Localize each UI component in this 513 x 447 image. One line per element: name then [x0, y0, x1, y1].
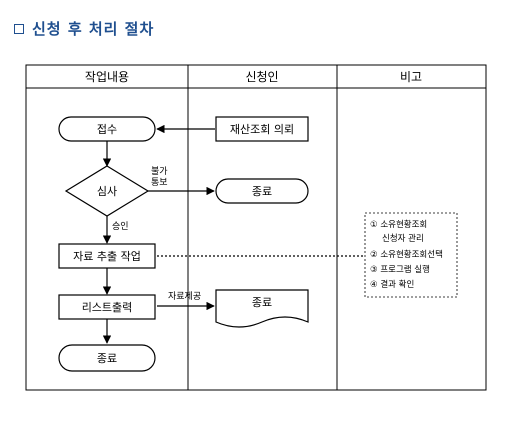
page-title: 신청 후 처리 절차 — [14, 18, 154, 39]
node-receive-label: 접수 — [97, 123, 117, 136]
node-property-request — [215, 116, 309, 142]
column-header-note: 비고 — [400, 70, 422, 84]
edge-label-reject-1: 불가 — [151, 166, 168, 177]
connectors — [102, 124, 365, 344]
node-end-final-label: 종료 — [97, 352, 117, 365]
edge-label-provide-data: 자료제공 — [168, 291, 201, 302]
node-end-rejected-label: 종료 — [252, 185, 272, 198]
note-line-5: ④ 결과 확인 — [370, 279, 414, 290]
node-end-rejected — [215, 178, 309, 204]
column-header-applicant: 신청인 — [245, 70, 278, 84]
table-border — [25, 64, 487, 391]
node-list-output — [58, 294, 156, 320]
title-text: 신청 후 처리 절차 — [32, 20, 155, 38]
note-line-2: 신청자 관리 — [382, 233, 424, 244]
node-review — [64, 165, 150, 217]
node-data-extract — [58, 243, 156, 269]
node-document — [215, 289, 309, 328]
node-list-output-label: 리스트출력 — [82, 301, 133, 314]
checkbox-square-icon — [14, 23, 24, 34]
note-line-1: ① 소유현황조회 — [370, 219, 427, 230]
note-box — [364, 212, 458, 298]
node-document-label: 종료 — [252, 296, 272, 309]
node-data-extract-label: 자료 추출 작업 — [73, 250, 141, 263]
note-line-4: ③ 프로그램 실행 — [370, 264, 430, 275]
node-end-final — [58, 344, 156, 372]
swimlane-table — [25, 64, 487, 391]
edge-label-approve: 승인 — [112, 221, 129, 232]
node-property-request-label: 재산조회 의뢰 — [230, 123, 294, 136]
node-review-label: 심사 — [97, 185, 117, 198]
column-header-work: 작업내용 — [85, 70, 129, 84]
note-line-3: ② 소유현황조회선택 — [370, 249, 443, 260]
node-receive — [58, 116, 156, 142]
edge-label-reject-2: 통보 — [151, 177, 168, 188]
